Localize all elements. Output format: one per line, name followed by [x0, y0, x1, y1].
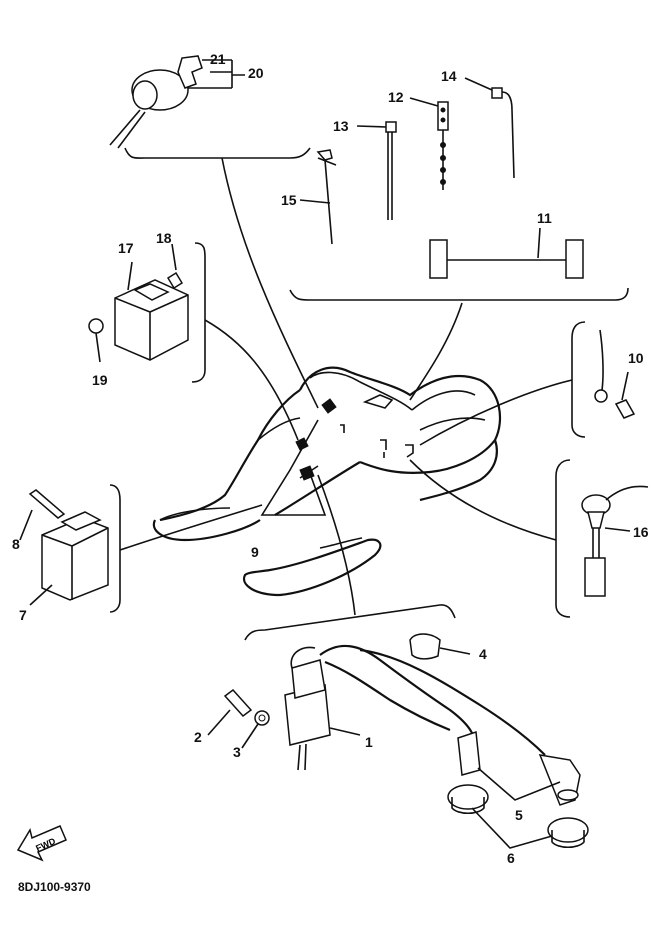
snowmobile-body: [152, 366, 502, 597]
callout-4: 4: [479, 646, 487, 662]
callout-15: 15: [281, 192, 297, 208]
callout-17: 17: [118, 240, 134, 256]
callout-18: 18: [156, 230, 172, 246]
ignition-coil-group: [207, 633, 589, 849]
part-10-ground-wire: [594, 329, 636, 419]
callout-11: 11: [537, 210, 552, 226]
wire-harness-9: [260, 419, 327, 516]
parts-17-19-unit: [88, 243, 189, 363]
callout-9: 9: [251, 544, 259, 560]
callout-2: 2: [194, 729, 202, 745]
callout-19: 19: [92, 372, 108, 388]
callout-8: 8: [12, 536, 20, 552]
callout-6: 6: [507, 850, 515, 866]
callout-3: 3: [233, 744, 241, 760]
callout-13: 13: [333, 118, 349, 134]
parts-7-8-unit: [19, 489, 109, 606]
leader-lines: [109, 147, 629, 641]
callout-1: 1: [365, 734, 373, 750]
fwd-arrow-icon: FWD: [16, 825, 67, 862]
callout-21: 21: [210, 51, 226, 67]
callout-20: 20: [248, 65, 264, 81]
parts-12-15-clamps: [299, 77, 584, 279]
callout-7: 7: [19, 607, 27, 623]
part-code-label: 8DJ100-9370: [18, 880, 91, 894]
callout-12: 12: [388, 89, 404, 105]
callout-16: 16: [633, 524, 649, 540]
callout-14: 14: [441, 68, 457, 84]
part-20-switch: [109, 55, 245, 149]
callout-10: 10: [628, 350, 644, 366]
callout-5: 5: [515, 807, 523, 823]
part-16-sensor: [581, 485, 649, 597]
